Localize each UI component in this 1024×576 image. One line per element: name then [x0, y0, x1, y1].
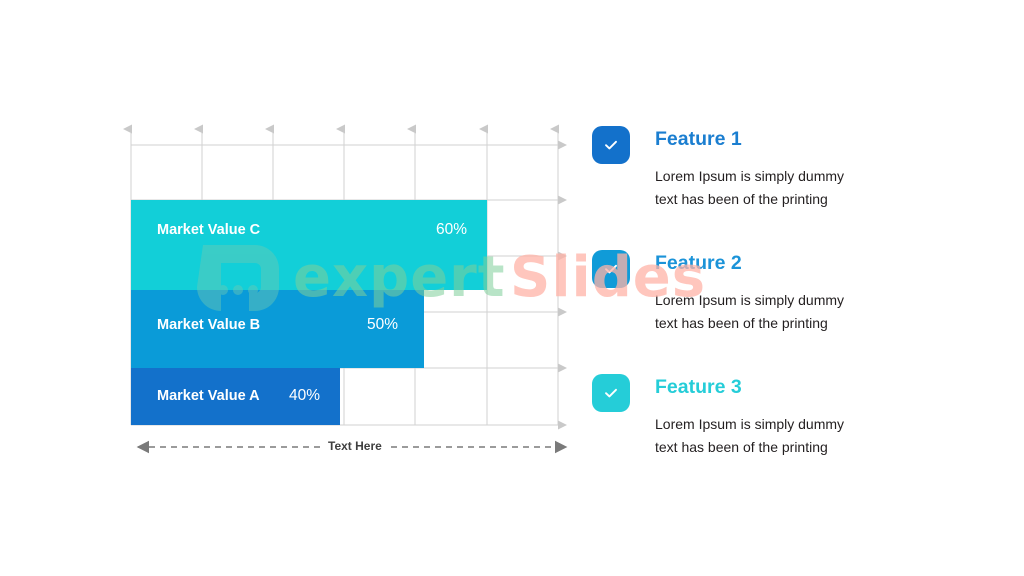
bar-label-market-value-a: Market Value A: [157, 388, 260, 404]
bar-value-market-value-a: 40%: [289, 387, 321, 404]
bar-market-value-b: [131, 290, 424, 368]
feature-title-3: Feature 3: [655, 376, 742, 398]
bar-market-value-a: [131, 368, 340, 425]
feature-body-2: Lorem Ipsum is simply dummy text has bee…: [655, 289, 985, 335]
feature-body-1-line-1: Lorem Ipsum is simply dummy: [655, 168, 845, 184]
bar-label-market-value-c: Market Value C: [157, 222, 261, 238]
bar-value-market-value-b: 50%: [367, 316, 399, 333]
bar-label-market-value-b: Market Value B: [157, 317, 261, 333]
feature-item-2[interactable]: Feature 2 Lorem Ipsum is simply dummy te…: [592, 244, 992, 368]
feature-item-3[interactable]: Feature 3 Lorem Ipsum is simply dummy te…: [592, 368, 992, 492]
bar-market-value-c: [131, 200, 487, 290]
feature-item-1[interactable]: Feature 1 Lorem Ipsum is simply dummy te…: [592, 120, 992, 244]
feature-body-3-line-1: Lorem Ipsum is simply dummy: [655, 416, 845, 432]
feature-body-1: Lorem Ipsum is simply dummy text has bee…: [655, 165, 985, 211]
feature-list: Feature 1 Lorem Ipsum is simply dummy te…: [592, 120, 992, 492]
feature-title-1: Feature 1: [655, 128, 742, 150]
feature-body-3: Lorem Ipsum is simply dummy text has bee…: [655, 413, 985, 459]
feature-body-3-line-2: text has been of the printing: [655, 439, 828, 455]
feature-body-2-line-1: Lorem Ipsum is simply dummy: [655, 292, 845, 308]
check-glyph: [605, 388, 617, 398]
check-glyph: [605, 264, 617, 274]
bar-chart: Market Value C 60% Market Value B 50% Ma…: [123, 124, 568, 454]
check-glyph: [605, 140, 617, 150]
check-icon[interactable]: [592, 374, 630, 412]
feature-body-1-line-2: text has been of the printing: [655, 191, 828, 207]
axis-caption: Text Here: [322, 439, 388, 453]
check-icon[interactable]: [592, 250, 630, 288]
bar-value-market-value-c: 60%: [436, 221, 468, 238]
feature-title-2: Feature 2: [655, 252, 742, 274]
feature-body-2-line-2: text has been of the printing: [655, 315, 828, 331]
check-icon[interactable]: [592, 126, 630, 164]
